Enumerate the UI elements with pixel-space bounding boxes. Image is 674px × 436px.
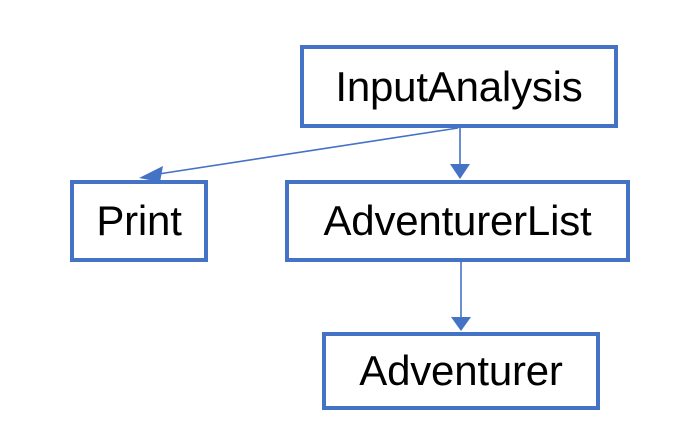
arrowhead-icon [139,166,163,182]
node-adventurer[interactable]: Adventurer [322,332,600,410]
arrowhead-icon [450,164,470,179]
arrowhead-icon [451,317,471,331]
edge-line [151,127,459,176]
node-label: Adventurer [359,347,563,394]
node-print[interactable]: Print [70,180,208,262]
node-inputanalysis[interactable]: InputAnalysis [300,45,618,128]
node-label: Print [96,197,182,244]
node-adventurerlist[interactable]: AdventurerList [285,180,630,262]
edge-inputanalysis-to-adventurerlist [450,128,470,179]
node-label: AdventurerList [323,197,592,244]
edge-inputanalysis-to-print [139,127,459,182]
node-label: InputAnalysis [335,62,583,110]
edge-adventurerlist-to-adventurer [451,262,471,331]
